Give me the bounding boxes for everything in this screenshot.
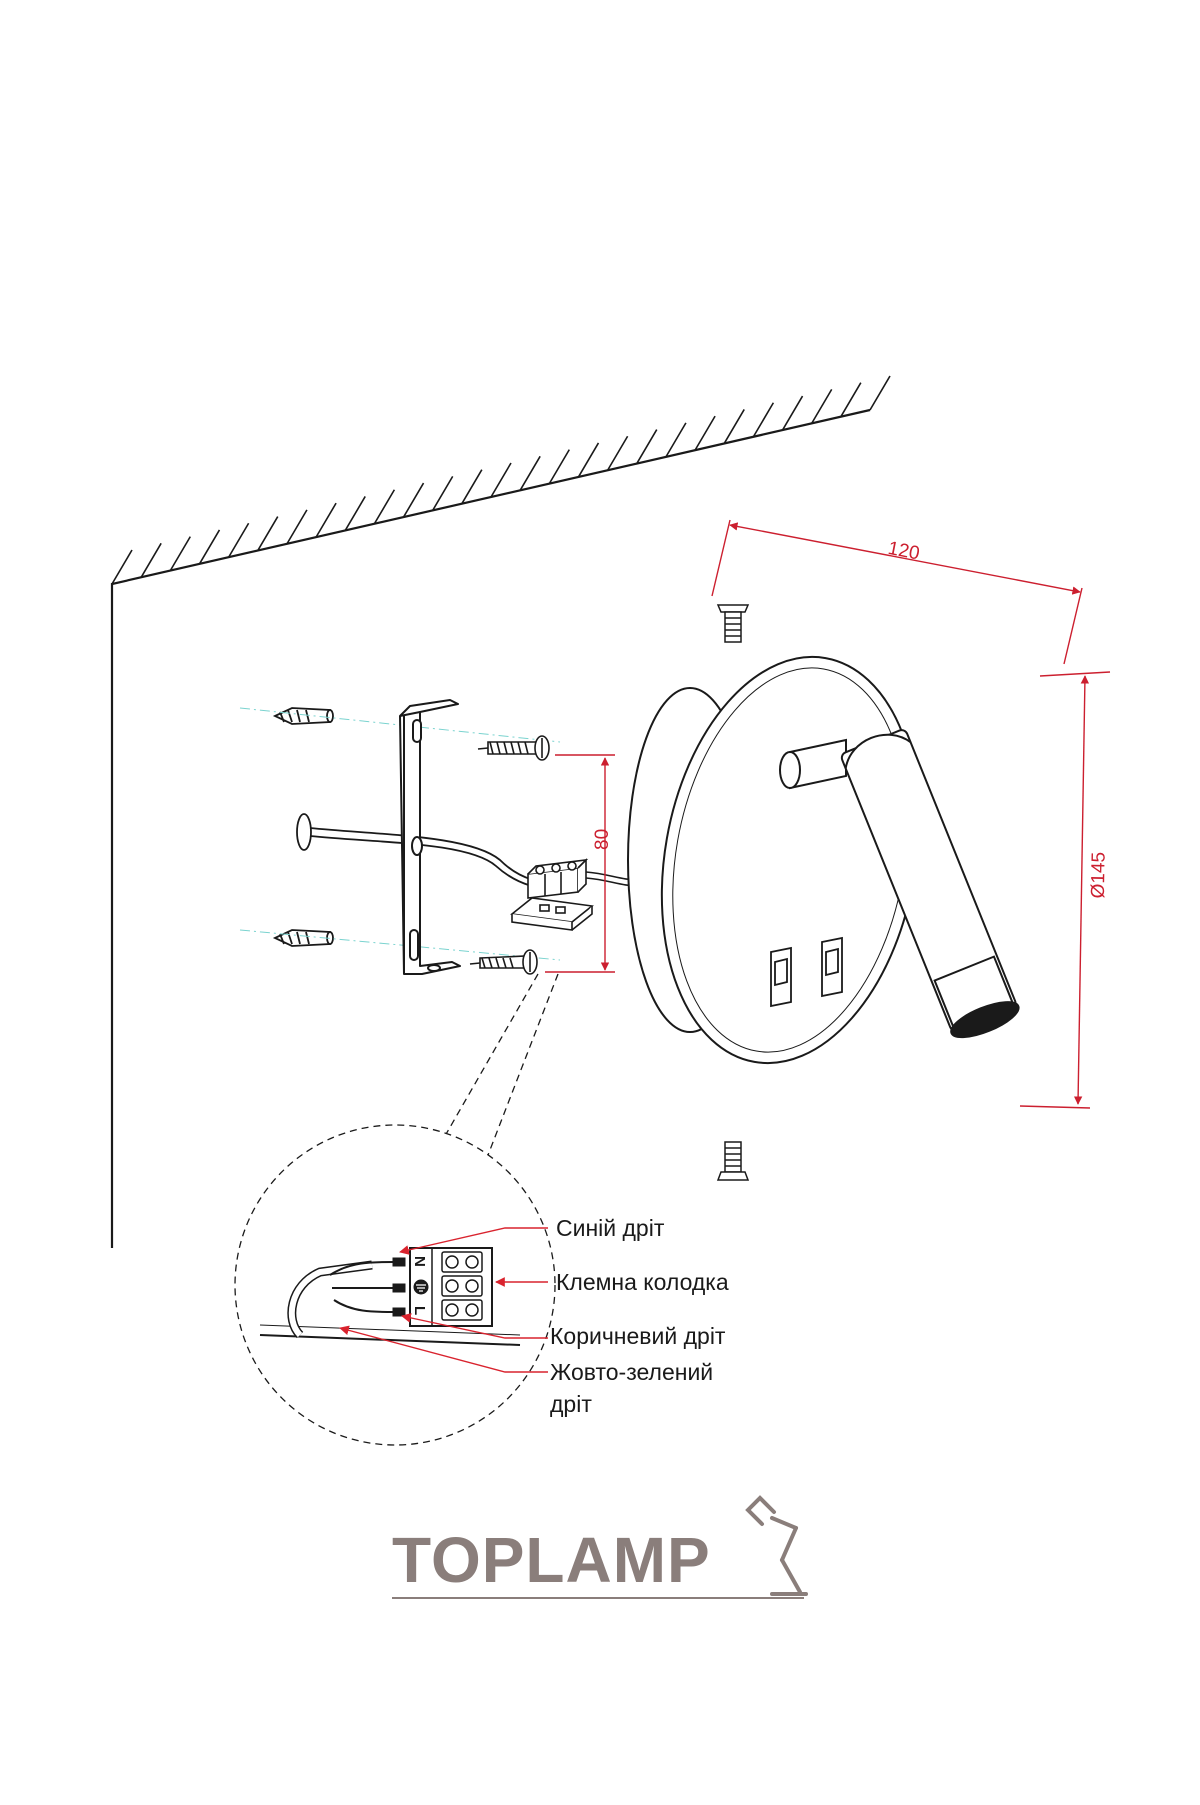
ceiling-hatch-mark xyxy=(140,542,162,578)
ceiling-hatch-mark xyxy=(257,516,279,551)
ceiling-hatch-mark xyxy=(198,529,221,565)
ceiling-hatch-mark xyxy=(636,429,658,464)
detail-zoom-lines xyxy=(417,973,559,1213)
ceiling-hatch-mark xyxy=(373,489,396,525)
machine-screw-bottom xyxy=(716,1141,750,1181)
ceiling-hatch-mark xyxy=(432,475,454,511)
lamp-arm xyxy=(840,729,1020,1039)
ceiling-hatch-mark xyxy=(402,482,425,518)
ceiling-hatch-mark xyxy=(840,382,862,418)
mounting-bracket xyxy=(399,699,461,975)
wood-screw-bottom xyxy=(469,949,538,975)
dowel-bottom xyxy=(272,929,334,947)
ground-symbol-icon xyxy=(413,1279,429,1295)
detail-wiring xyxy=(259,1247,521,1346)
axis-line-bottom xyxy=(239,929,561,961)
terminal-letter-n: N xyxy=(411,1256,428,1267)
wall-lamp xyxy=(627,655,1020,1065)
dimension-spacing-label: 80 xyxy=(592,829,613,850)
ceiling-hatch-mark xyxy=(461,469,483,505)
mounting-plate-small xyxy=(510,897,594,931)
wood-screw-top xyxy=(477,735,550,761)
ceiling-hatch-mark xyxy=(723,409,745,444)
ceiling-hatch-mark xyxy=(606,435,629,471)
callout-leaders xyxy=(339,1227,548,1373)
dimension-diameter-label: Ø145 xyxy=(1088,852,1110,899)
ceiling-hatch-mark xyxy=(519,455,541,491)
ceiling-hatch-mark xyxy=(111,549,133,585)
ceiling-hatch-mark xyxy=(869,375,891,411)
ceiling-hatch-mark xyxy=(227,522,250,558)
ceiling-hatch-mark xyxy=(577,442,600,478)
machine-screw-top xyxy=(716,604,750,643)
dimension-depth xyxy=(711,519,1083,665)
brand-logo: TOPLAMP xyxy=(392,1495,808,1599)
dimension-diameter xyxy=(1019,671,1111,1109)
terminal-letter-l: L xyxy=(411,1306,428,1315)
ceiling-hatch-mark xyxy=(344,496,366,531)
desk-lamp-icon xyxy=(745,1495,808,1596)
ceiling-hatch-mark xyxy=(694,415,716,451)
callout-brown-wire: Коричневий дріт xyxy=(550,1323,726,1349)
ceiling-hatch-mark xyxy=(490,462,512,498)
ceiling-hatch-mark xyxy=(315,502,337,538)
ceiling-hatch-mark xyxy=(781,395,804,431)
swivel-joint xyxy=(779,738,847,790)
terminal-block xyxy=(527,858,641,899)
ceiling-hatch-mark xyxy=(811,388,833,424)
callout-blue-wire: Синій дріт xyxy=(556,1215,665,1241)
cable-entry xyxy=(296,813,561,891)
brand-name: TOPLAMP xyxy=(392,1524,711,1596)
ceiling-hatch-mark xyxy=(286,509,308,545)
callout-terminal-block: Клемна колодка xyxy=(556,1269,729,1295)
dimension-spacing xyxy=(545,754,615,973)
ceiling-hatch-mark xyxy=(665,422,687,458)
callout-yellow-green-line2: дріт xyxy=(550,1391,592,1417)
rocker-switch-right xyxy=(821,936,843,998)
dowel-top xyxy=(272,707,334,725)
ceiling-hatch-mark xyxy=(169,536,191,572)
callout-yellow-green-line1: Жовто-зелений xyxy=(550,1359,713,1385)
dimension-depth-label: 120 xyxy=(886,538,921,565)
ceiling-hatch-mark xyxy=(752,402,775,438)
rocker-switch-left xyxy=(770,946,792,1008)
wall xyxy=(110,375,891,1248)
ceiling-hatch-mark xyxy=(548,449,570,485)
